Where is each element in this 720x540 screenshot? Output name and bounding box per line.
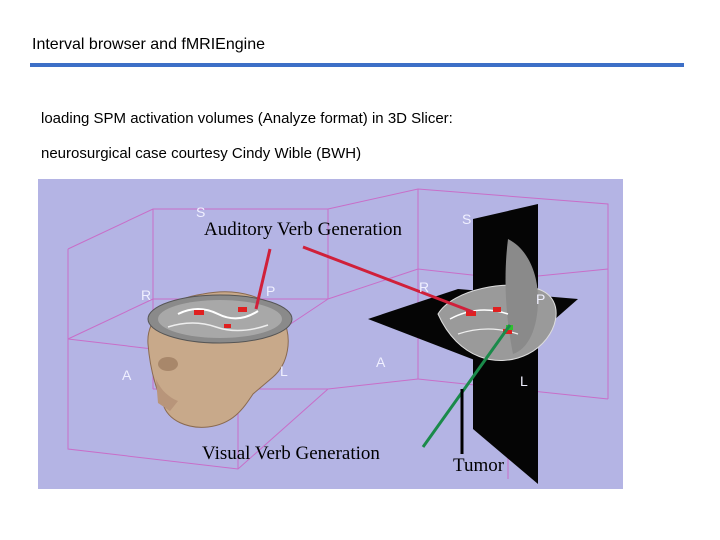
orientation-p-right: P [536,291,546,307]
orientation-r-left: R [141,287,152,303]
label-visual-verb-generation: Visual Verb Generation [202,443,380,464]
label-auditory-verb-generation: Auditory Verb Generation [204,219,403,240]
orthogonal-slices-render [368,204,578,484]
orientation-a-right: A [376,354,386,370]
figure-canvas [67,188,609,484]
label-pointers [254,245,512,454]
body-text-line-2: neurosurgical case courtesy Cindy Wible … [41,145,362,162]
orientation-s-left: S [196,204,206,220]
orientation-l-right: L [520,373,528,389]
orientation-l-left: L [280,363,288,379]
title-underline [30,63,684,67]
head-surface-render [147,291,293,428]
orientation-p-left: P [266,283,276,299]
body-text-line-1: loading SPM activation volumes (Analyze … [41,110,453,127]
label-tumor: Tumor [453,455,505,476]
orientation-s-right: S [462,211,472,227]
slicer-3d-figure: S S R R P P A A L L Auditory Verb Genera… [38,179,623,489]
slide-title: Interval browser and fMRIEngine [32,36,265,53]
orientation-r-right: R [419,279,430,295]
orientation-a-left: A [122,367,132,383]
